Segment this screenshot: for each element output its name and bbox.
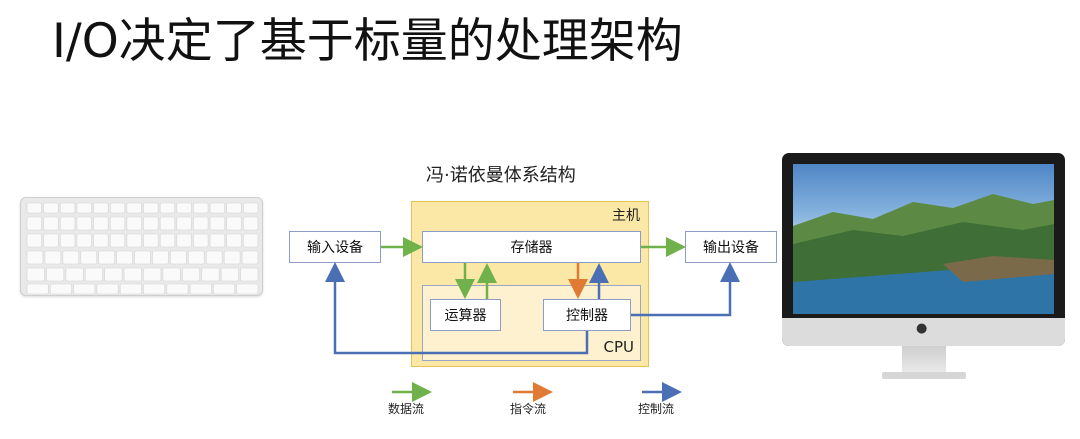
keyboard-key — [80, 250, 97, 265]
keyboard-key — [44, 250, 62, 265]
keyboard-key — [159, 216, 176, 231]
control-unit-node: 控制器 — [543, 299, 631, 331]
keyboard-key — [26, 283, 49, 295]
keyboard-key — [49, 283, 72, 295]
keyboard-key — [243, 233, 259, 248]
keyboard-key — [220, 267, 239, 282]
keyboard-key — [26, 233, 42, 248]
legend-control-flow-label: 控制流 — [638, 402, 675, 416]
keyboard-key — [104, 267, 123, 282]
keyboard-key — [182, 267, 201, 282]
keyboard-key — [240, 267, 259, 282]
keyboard-key — [93, 233, 109, 248]
keyboard-key — [98, 250, 115, 265]
slide-title: I/O决定了基于标量的处理架构 — [52, 14, 683, 69]
keyboard-key — [223, 250, 241, 265]
keyboard-key — [193, 202, 209, 214]
keyboard-key — [189, 283, 212, 295]
keyboard-key — [43, 216, 59, 231]
keyboard-key — [43, 202, 59, 214]
keyboard-key — [209, 216, 226, 231]
keyboard-key — [243, 202, 259, 214]
imac-chin — [782, 318, 1065, 346]
keyboard-key — [126, 233, 142, 248]
output-device-node: 输出设备 — [685, 231, 777, 263]
keyboard-key — [76, 202, 92, 214]
keyboard-key — [126, 216, 142, 231]
diagram-title: 冯·诺依曼体系结构 — [426, 165, 576, 186]
legend-data-flow-label: 数据流 — [388, 402, 425, 416]
keyboard-key — [213, 283, 235, 295]
keyboard-key — [26, 250, 44, 265]
keyboard-key — [193, 233, 209, 248]
keyboard-key — [226, 233, 242, 248]
keyboard-key — [126, 202, 142, 214]
alu-node: 运算器 — [430, 299, 501, 331]
keyboard-key — [76, 233, 92, 248]
keyboard-key — [96, 283, 119, 295]
keyboard-key — [93, 202, 109, 214]
keyboard-key — [143, 267, 162, 282]
apple-logo-icon: ● — [916, 321, 928, 336]
keyboard-key — [241, 250, 259, 265]
keyboard-key — [26, 202, 42, 214]
keyboard-key — [143, 233, 159, 248]
keyboard-key — [188, 250, 205, 265]
keyboard-key — [159, 233, 176, 248]
keyboard-key — [236, 283, 259, 295]
keyboard-key — [76, 216, 92, 231]
input-device-node: 输入设备 — [289, 231, 381, 263]
keyboard-keys — [26, 202, 259, 295]
legend-instruction-flow-label: 指令流 — [510, 402, 547, 416]
keyboard-key — [143, 202, 159, 214]
imac-stand-foot — [882, 372, 966, 379]
keyboard-key — [119, 283, 142, 295]
keyboard-key — [209, 233, 226, 248]
control-flow-control-to-output — [631, 262, 740, 317]
keyboard-key — [116, 250, 133, 265]
keyboard-key — [59, 233, 76, 248]
keyboard-key — [226, 216, 242, 231]
control-flow-control-to-input — [325, 262, 589, 355]
keyboard-key — [109, 202, 126, 214]
keyboard-key — [59, 216, 76, 231]
imac-screen-wallpaper — [793, 164, 1054, 314]
keyboard-key — [243, 216, 259, 231]
keyboard-key — [26, 267, 45, 282]
keyboard-key — [65, 267, 84, 282]
keyboard-key — [226, 202, 242, 214]
keyboard-key — [205, 250, 223, 265]
keyboard-key — [93, 216, 109, 231]
keyboard-key — [73, 283, 96, 295]
cpu-label: CPU — [603, 338, 635, 356]
keyboard-key — [84, 267, 103, 282]
keyboard-key — [26, 216, 42, 231]
keyboard-key — [59, 202, 76, 214]
keyboard-key — [193, 216, 209, 231]
keyboard-key — [62, 250, 80, 265]
keyboard-key — [123, 267, 142, 282]
keyboard-key — [143, 283, 166, 295]
imac-stand — [902, 346, 946, 373]
keyboard-key — [143, 216, 159, 231]
keyboard-key — [176, 216, 192, 231]
keyboard-key — [109, 216, 126, 231]
keyboard-key — [109, 233, 126, 248]
keyboard-key — [152, 250, 169, 265]
keyboard-key — [209, 202, 226, 214]
keyboard-key — [43, 233, 59, 248]
keyboard-key — [201, 267, 220, 282]
keyboard-key — [170, 250, 187, 265]
keyboard-key — [162, 267, 181, 282]
keyboard-key — [46, 267, 65, 282]
keyboard-key — [159, 202, 176, 214]
keyboard-key — [166, 283, 189, 295]
keyboard-image — [20, 197, 263, 296]
host-label: 主机 — [612, 208, 640, 224]
keyboard-key — [176, 233, 192, 248]
keyboard-key — [176, 202, 192, 214]
keyboard-key — [134, 250, 151, 265]
